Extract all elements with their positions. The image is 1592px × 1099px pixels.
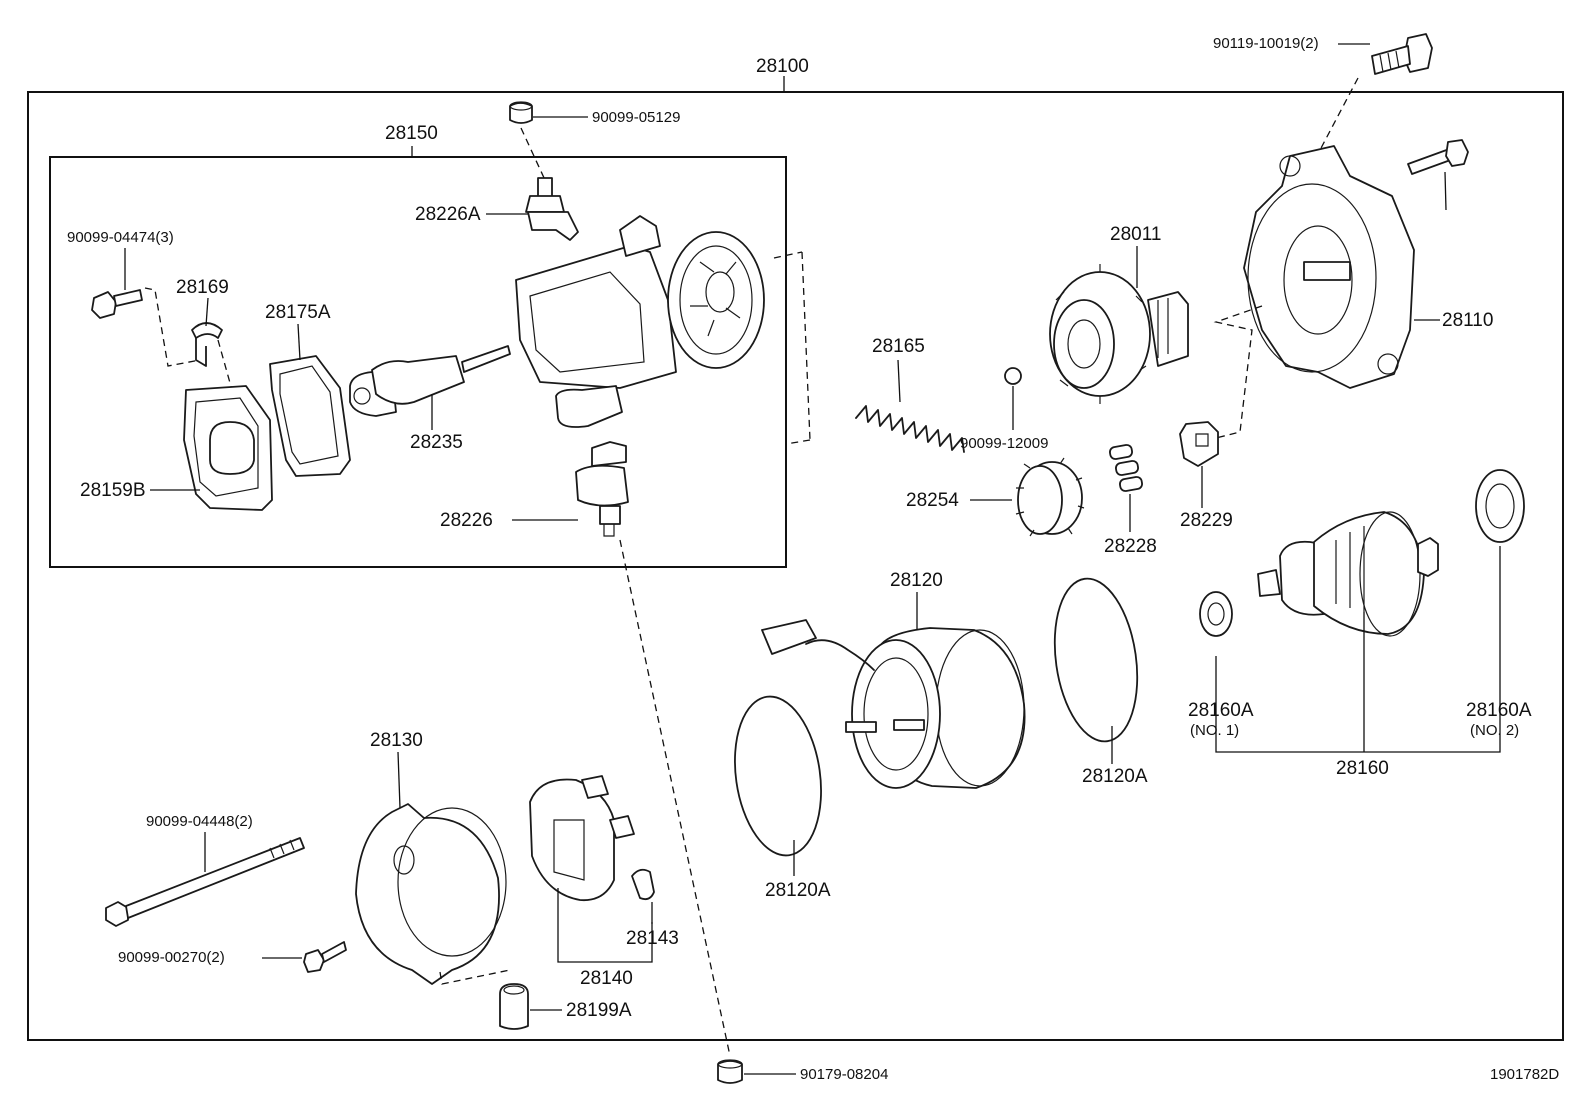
- diagram-code: 1901782D: [1490, 1066, 1559, 1083]
- bolt-90119-10019: [1371, 33, 1433, 75]
- label-28175A[interactable]: 28175A: [265, 302, 331, 323]
- yoke-28120: [761, 619, 1026, 789]
- label-28165[interactable]: 28165: [872, 336, 925, 357]
- label-28160A-no1-note[interactable]: (NO. 1): [1190, 722, 1239, 739]
- label-28120A-right[interactable]: 28120A: [1082, 766, 1148, 787]
- bolt-housing: [1407, 139, 1469, 175]
- solenoid-housing: [515, 215, 765, 428]
- label-28150[interactable]: 28150: [385, 123, 438, 144]
- label-28226[interactable]: 28226: [440, 510, 493, 531]
- label-90099-00270[interactable]: 90099-00270(2): [118, 949, 225, 966]
- gear-28254: [1015, 457, 1085, 537]
- label-28159B[interactable]: 28159B: [80, 480, 146, 501]
- plunger-28235: [349, 345, 511, 417]
- clamp-28169: [191, 322, 223, 367]
- label-28130[interactable]: 28130: [370, 730, 423, 751]
- label-90099-12009[interactable]: 90099-12009: [960, 435, 1048, 452]
- rollers-28228: [1109, 444, 1143, 492]
- label-28160A-no1[interactable]: 28160A: [1188, 700, 1254, 721]
- oring-28120A-right: [1053, 577, 1139, 743]
- label-28120[interactable]: 28120: [890, 570, 943, 591]
- label-90119-10019[interactable]: 90119-10019(2): [1213, 35, 1319, 52]
- label-28143[interactable]: 28143: [626, 928, 679, 949]
- armature-28160: [1257, 511, 1439, 637]
- brush-holder-28140: [529, 775, 635, 902]
- main-assembly-frame: [27, 91, 1564, 1041]
- oring-28120A-left: [734, 695, 822, 857]
- label-28011[interactable]: 28011: [1110, 224, 1161, 245]
- label-28228[interactable]: 28228: [1104, 536, 1157, 557]
- gasket-28175A: [269, 355, 351, 477]
- label-28199A[interactable]: 28199A: [566, 1000, 632, 1021]
- nut-90179-08204: [717, 1059, 743, 1084]
- label-28226A[interactable]: 28226A: [415, 204, 481, 225]
- end-frame-28130: [355, 803, 507, 985]
- label-90179-08204[interactable]: 90179-08204: [800, 1066, 888, 1083]
- through-bolt-90099-04448: [105, 837, 305, 927]
- spring-28165: [855, 405, 965, 453]
- terminal-28226: [575, 441, 629, 537]
- cover-28159B: [183, 385, 273, 511]
- label-28120A-left[interactable]: 28120A: [765, 880, 831, 901]
- screw-90099-00270: [303, 941, 347, 973]
- terminal-28226A: [525, 177, 579, 241]
- label-28160[interactable]: 28160: [1336, 758, 1389, 779]
- label-28140[interactable]: 28140: [580, 968, 633, 989]
- clutch-28011: [1049, 264, 1189, 404]
- label-90099-05129[interactable]: 90099-05129: [592, 109, 680, 126]
- brush-spring-28143: [631, 868, 655, 901]
- nut-90099-05129: [509, 101, 533, 124]
- label-28229[interactable]: 28229: [1180, 510, 1233, 531]
- sub-assembly-frame: [49, 156, 787, 568]
- bearing-28160A-no1: [1199, 591, 1233, 637]
- ball-90099-12009: [1004, 367, 1022, 385]
- bearing-28160A-no2: [1475, 469, 1525, 543]
- label-28100[interactable]: 28100: [756, 56, 809, 77]
- retainer-28229: [1179, 421, 1219, 467]
- label-28254[interactable]: 28254: [906, 490, 959, 511]
- label-28169[interactable]: 28169: [176, 277, 229, 298]
- housing-28110: [1243, 145, 1415, 389]
- label-90099-04448[interactable]: 90099-04448(2): [146, 813, 253, 830]
- label-28160A-no2[interactable]: 28160A: [1466, 700, 1532, 721]
- label-28160A-no2-note[interactable]: (NO. 2): [1470, 722, 1519, 739]
- screw-90099-04474: [91, 289, 143, 319]
- label-28235[interactable]: 28235: [410, 432, 463, 453]
- boot-28199A: [499, 983, 529, 1030]
- label-90099-04474[interactable]: 90099-04474(3): [67, 229, 174, 246]
- label-28110[interactable]: 28110: [1442, 310, 1493, 331]
